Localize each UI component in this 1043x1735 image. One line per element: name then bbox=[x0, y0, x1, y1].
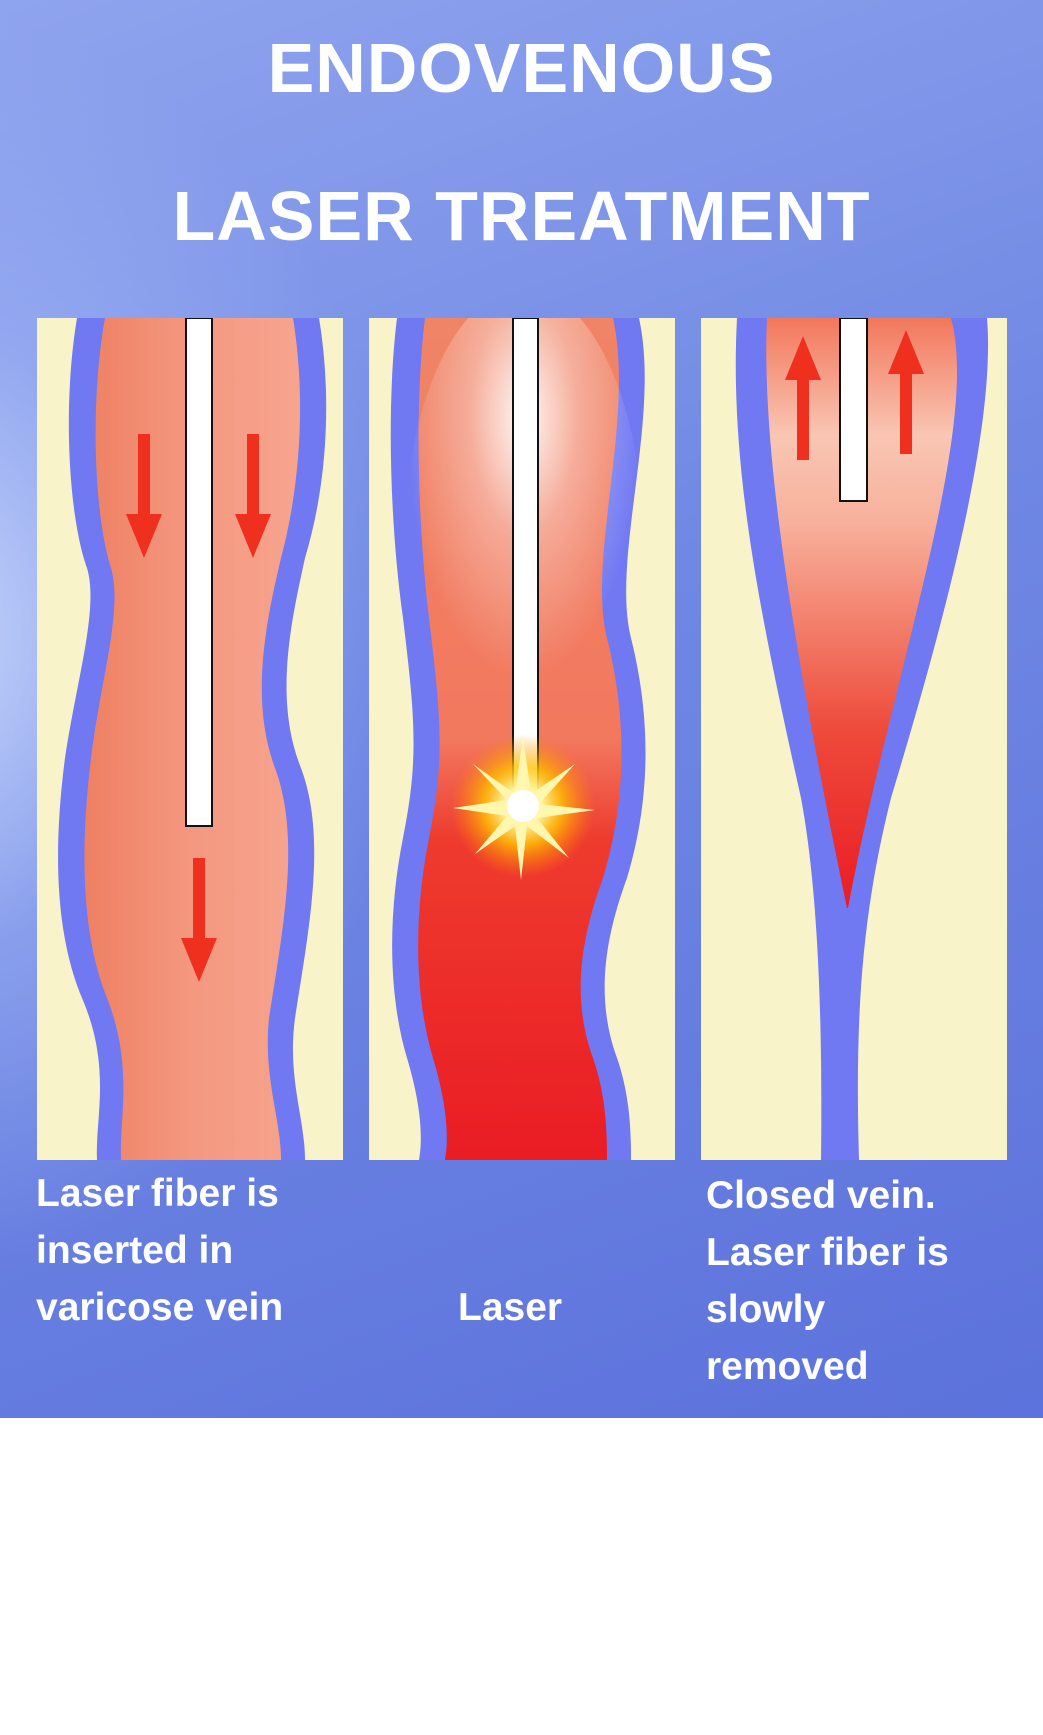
arrows-down bbox=[126, 434, 271, 982]
caption-line: Laser fiber is bbox=[706, 1231, 949, 1274]
caption-line: turned on bbox=[455, 1628, 635, 1671]
arrow-up-icon bbox=[888, 330, 924, 454]
panel-fiber-inserted bbox=[37, 318, 343, 1160]
caption-line: Laser fiber is bbox=[36, 1172, 279, 1215]
caption-line: removed bbox=[706, 1345, 869, 1388]
arrows-up bbox=[785, 330, 924, 460]
title-line-2: LASER TREATMENT bbox=[172, 177, 871, 255]
caption-closed-vein: Closed vein. Laser fiber is slowly remov… bbox=[706, 1167, 949, 1395]
laser-fiber bbox=[185, 318, 213, 827]
arrow-down-icon bbox=[181, 858, 217, 982]
caption-line: varicose vein bbox=[36, 1286, 284, 1329]
caption-fiber-inserted: Laser fiber is inserted in varicose vein bbox=[36, 1165, 283, 1336]
caption-line: Closed vein. bbox=[706, 1174, 936, 1217]
laser-fiber bbox=[839, 318, 868, 502]
laser-fiber bbox=[512, 318, 539, 793]
panel-closed-vein bbox=[701, 318, 1007, 1160]
vein-lumen bbox=[766, 318, 958, 908]
title-line-1: ENDOVENOUS bbox=[267, 29, 776, 107]
arrow-down-icon bbox=[235, 434, 271, 558]
caption-line: inserted in bbox=[36, 1229, 234, 1272]
caption-line: Laser bbox=[458, 1286, 563, 1329]
caption-laser-on: Laser beam is turned on bbox=[455, 1165, 635, 1735]
caption-line: beam is bbox=[458, 1457, 615, 1500]
arrow-down-icon bbox=[126, 434, 162, 558]
caption-line: slowly bbox=[706, 1288, 826, 1331]
panel-laser-on bbox=[369, 318, 675, 1160]
arrow-up-icon bbox=[785, 336, 821, 460]
laser-flash-icon bbox=[451, 734, 595, 880]
